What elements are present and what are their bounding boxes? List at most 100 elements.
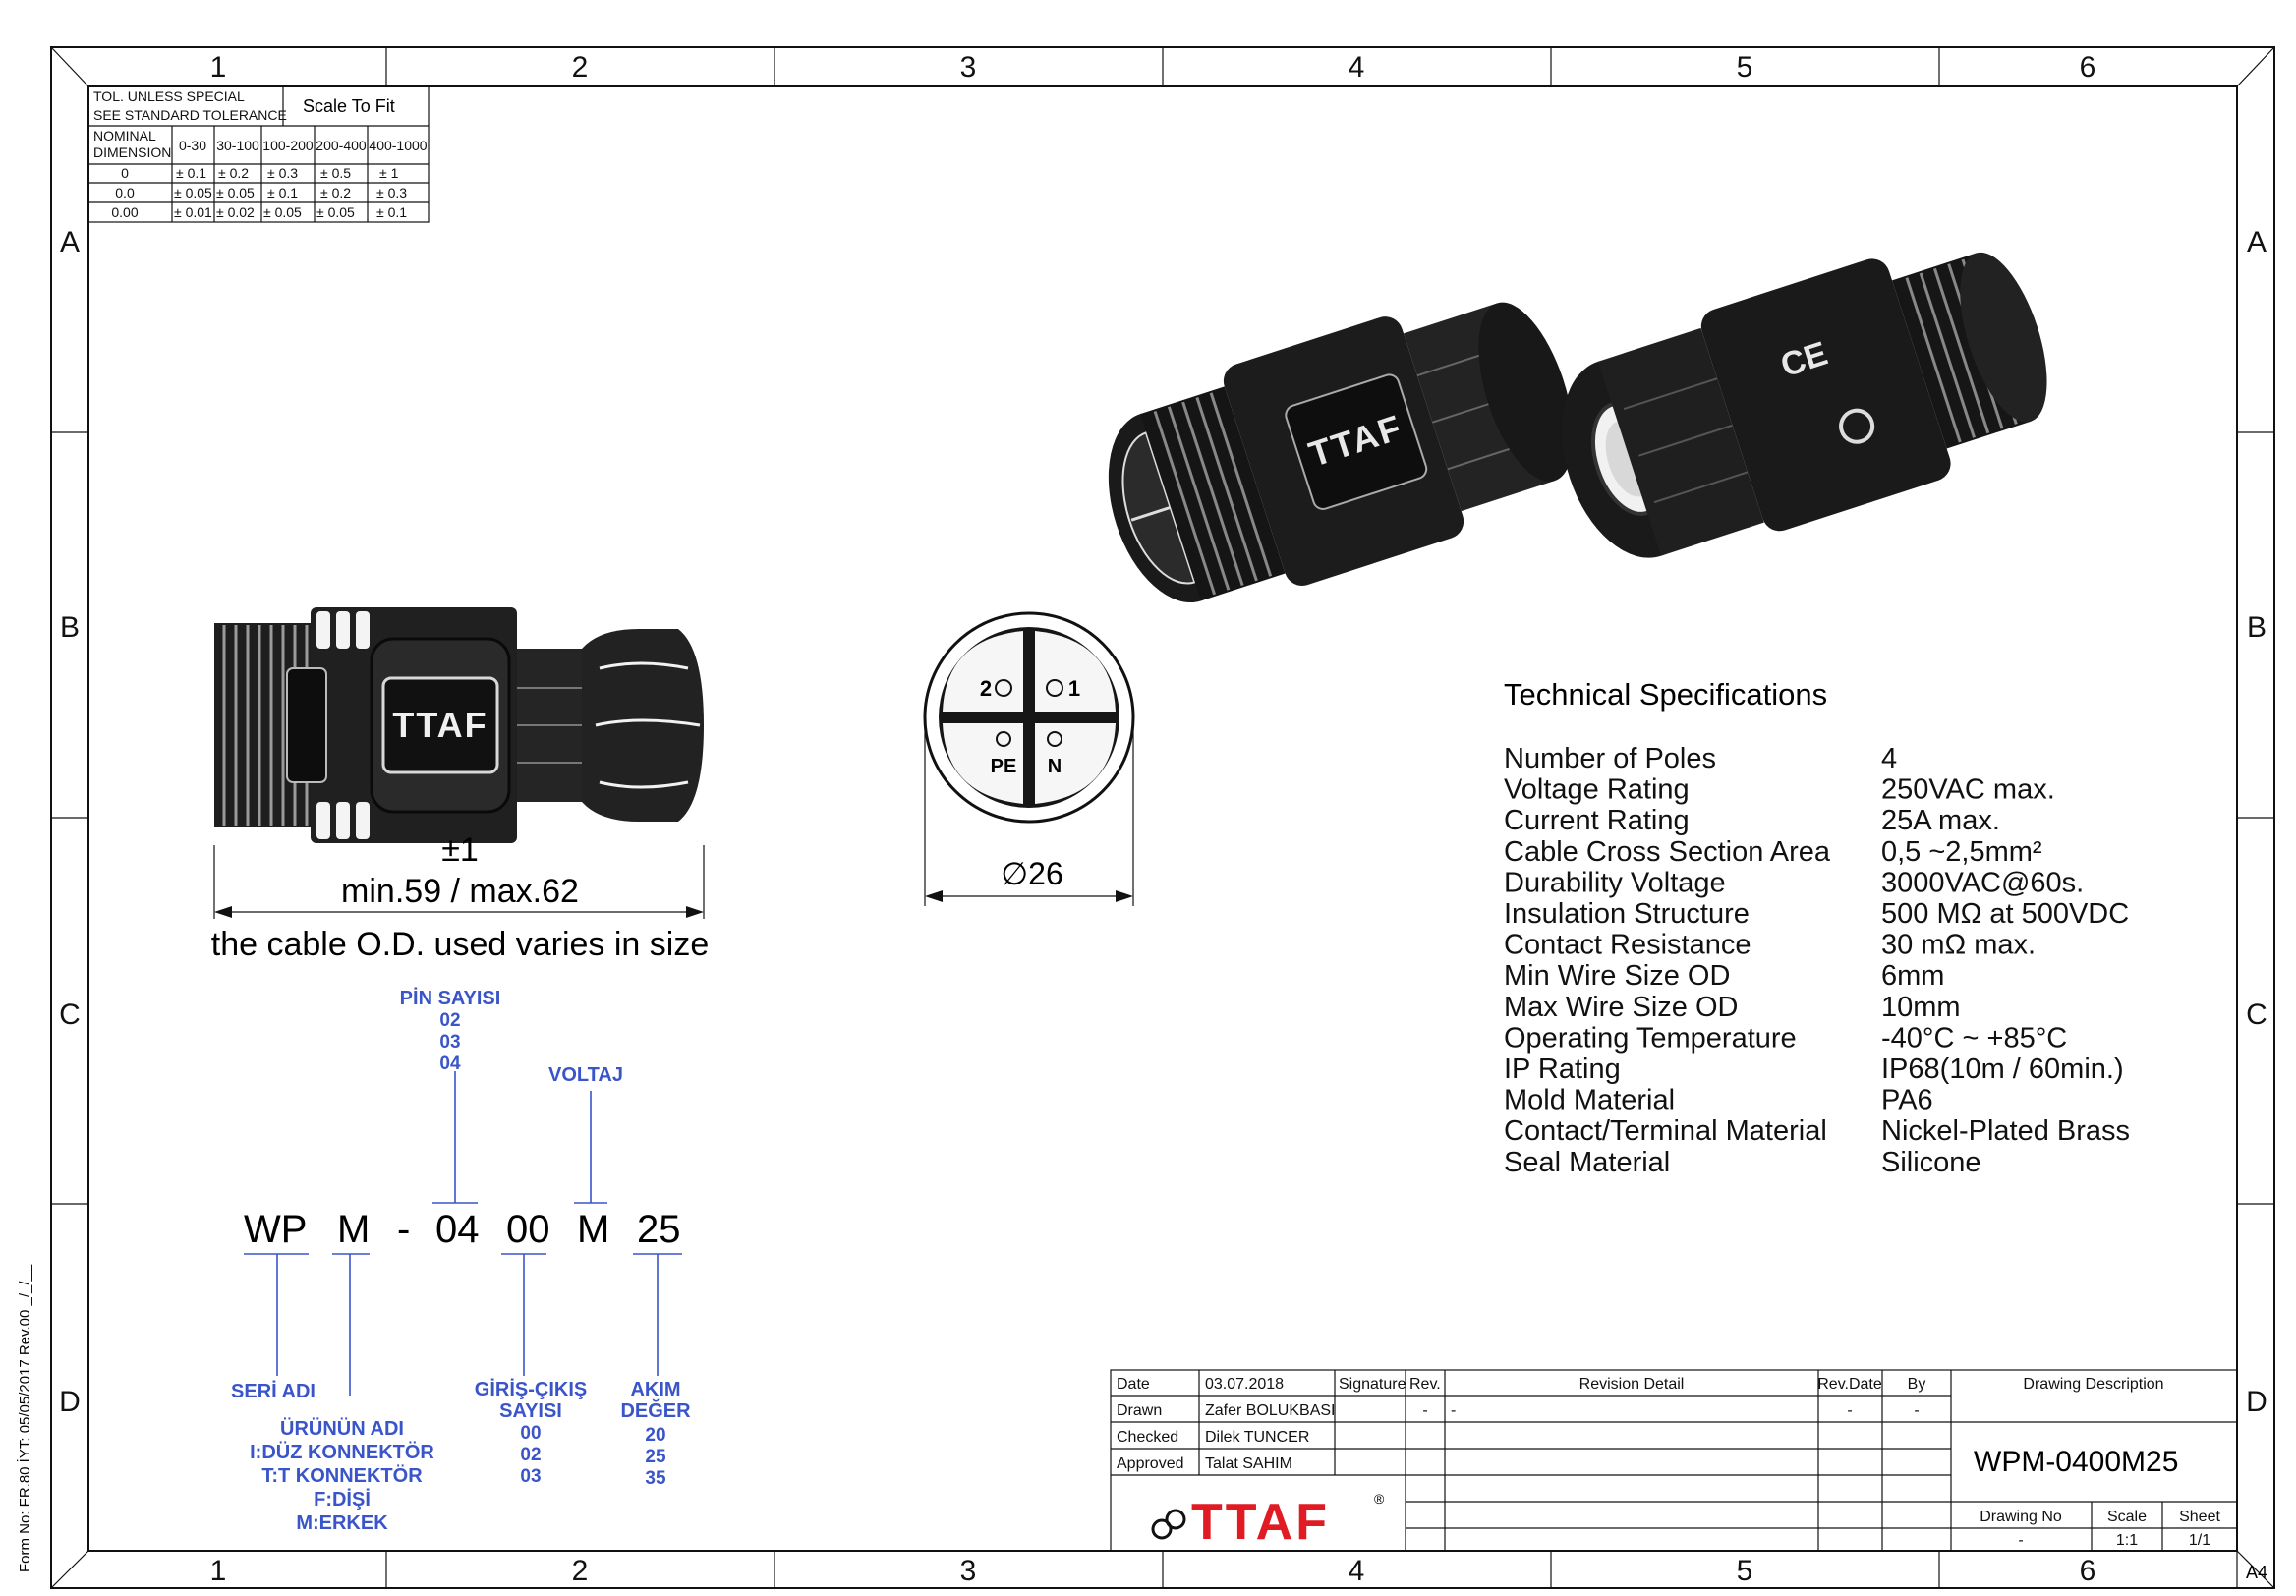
spec-value: 3000VAC@60s. [1881,867,2084,898]
tol-cell: ± 0.3 [376,185,407,200]
product-value: M:ERKEK [296,1512,388,1534]
tol-range-5: 400-1000 [369,138,427,153]
spec-value: 4 [1881,743,1897,774]
spec-value: 250VAC max. [1881,774,2055,806]
pin-count-value: 02 [439,1010,460,1031]
current-title: DEĞER [620,1398,691,1422]
spec-label: Cable Cross Section Area [1504,836,1831,868]
zone-row-d-left: D [59,1386,81,1418]
wrench-icon [1839,408,1875,444]
code-product: M [337,1208,370,1251]
tb-approved-label: Approved [1117,1455,1184,1472]
zone-col-5-top: 5 [1737,51,1753,84]
side-note: the cable O.D. used varies in size [211,926,709,963]
spec-value: Silicone [1881,1147,1981,1178]
tb-rev-dash: - [1422,1402,1427,1419]
tol-range-2: 30-100 [216,138,259,153]
paper-size: A4 [2246,1563,2267,1582]
tol-range-4: 200-400 [316,138,367,153]
product-value: T:T KONNEKTÖR [261,1464,423,1487]
tol-nominal-1: NOMINAL [93,128,156,143]
pin-2-label: 2 [980,676,992,701]
voltage-title: VOLTAJ [548,1064,623,1086]
spec-value: 25A max. [1881,805,2000,836]
current-title: AKIM [630,1379,680,1400]
spec-label: IP Rating [1504,1054,1621,1085]
pin-count-value: 03 [439,1032,460,1053]
spec-label: Durability Voltage [1504,867,1726,898]
spec-value: 0,5 ~2,5mm² [1881,836,2042,868]
tb-detail-dash: - [1451,1402,1456,1419]
current-value: 25 [645,1447,666,1467]
spec-value: IP68(10m / 60min.) [1881,1054,2124,1085]
tb-sheet: 1/1 [2189,1532,2210,1549]
zone-col-3-top: 3 [960,51,977,84]
spec-label: Insulation Structure [1504,898,1750,930]
tol-cell: ± 0.2 [320,185,351,200]
technical-specifications: Technical Specifications Number of Poles… [1504,677,2130,1178]
zone-col-5-bottom: 5 [1737,1555,1753,1587]
tol-cell: ± 0.05 [316,204,355,220]
tb-rev-date-dash: - [1847,1402,1852,1419]
tb-drawing-description-label: Drawing Description [2023,1376,2163,1393]
io-value: 00 [520,1423,541,1444]
code-dash: - [397,1208,410,1251]
spec-label: Contact/Terminal Material [1504,1115,1827,1147]
zone-row-c-left: C [59,998,81,1031]
pin-n-label: N [1048,756,1062,777]
logo-registered-mark: ® [1374,1491,1385,1507]
spec-label: Operating Temperature [1504,1022,1797,1054]
tol-cell: ± 0.05 [174,185,212,200]
spec-value: 10mm [1881,992,1961,1023]
zone-col-2-bottom: 2 [572,1555,589,1587]
io-value: 03 [520,1466,541,1487]
tb-rev-date-label: Rev.Date [1817,1376,1882,1393]
pin-1-label: 1 [1068,676,1080,701]
io-title: GİRİŞ-ÇIKIŞ [475,1378,587,1400]
tol-cell: ± 0.2 [218,165,249,181]
form-number: Form No: FR.80 İYT: 05/05/2017 Rev.00 _/… [16,1264,33,1572]
zone-col-1-bottom: 1 [210,1555,227,1587]
pin-pe-label: PE [991,756,1017,777]
spec-value: 6mm [1881,960,1944,992]
tb-by-dash: - [1914,1402,1919,1419]
zone-col-2-top: 2 [572,51,589,84]
tol-cell: ± 0.1 [176,165,206,181]
tol-dim-1: 0 [121,165,129,181]
tb-drawn-label: Drawn [1117,1402,1162,1419]
tol-cell: ± 1 [379,165,399,181]
side-view-brand: TTAF [392,705,488,745]
io-value: 02 [520,1445,541,1465]
face-diameter: ∅26 [1001,856,1062,891]
tb-drawing-no: - [2018,1532,2023,1549]
tb-by-label: By [1908,1376,1926,1393]
tol-range-3: 100-200 [262,138,314,153]
spec-value: PA6 [1881,1085,1933,1116]
zone-row-b-right: B [2247,611,2267,644]
zone-row-b-left: B [60,611,80,644]
current-value: 35 [645,1468,666,1489]
tol-dim-2: 0.0 [115,185,135,200]
spec-value: 30 mΩ max. [1881,930,2036,961]
tolerance-table: TOL. UNLESS SPECIAL SEE STANDARD TOLERAN… [87,86,430,223]
io-title: SAYISI [499,1400,562,1422]
pin-count-value: 04 [439,1054,461,1074]
tb-scale-label: Scale [2107,1509,2147,1525]
zone-col-1-top: 1 [210,51,227,84]
spec-label: Seal Material [1504,1147,1670,1178]
product-value: I:DÜZ KONNEKTÖR [250,1441,434,1463]
spec-value: Nickel-Plated Brass [1881,1115,2130,1147]
spec-label: Contact Resistance [1504,930,1751,961]
tb-drawing-description: WPM-0400M25 [1974,1446,2178,1478]
zone-labels: 1 2 3 4 5 6 1 2 3 4 5 6 A B C D A B C D [59,51,2267,1587]
code-pins: 04 [435,1208,480,1251]
tb-drawn-by: Zafer BOLUKBASI [1205,1402,1336,1419]
side-length: min.59 / max.62 [341,873,579,910]
zone-col-4-top: 4 [1349,51,1365,84]
logo-text: TTAF [1191,1494,1330,1551]
spec-label: Current Rating [1504,805,1690,836]
title-block: Date 03.07.2018 Signature Rev. Revision … [1110,1369,2267,1588]
tol-range-1: 0-30 [179,138,206,153]
